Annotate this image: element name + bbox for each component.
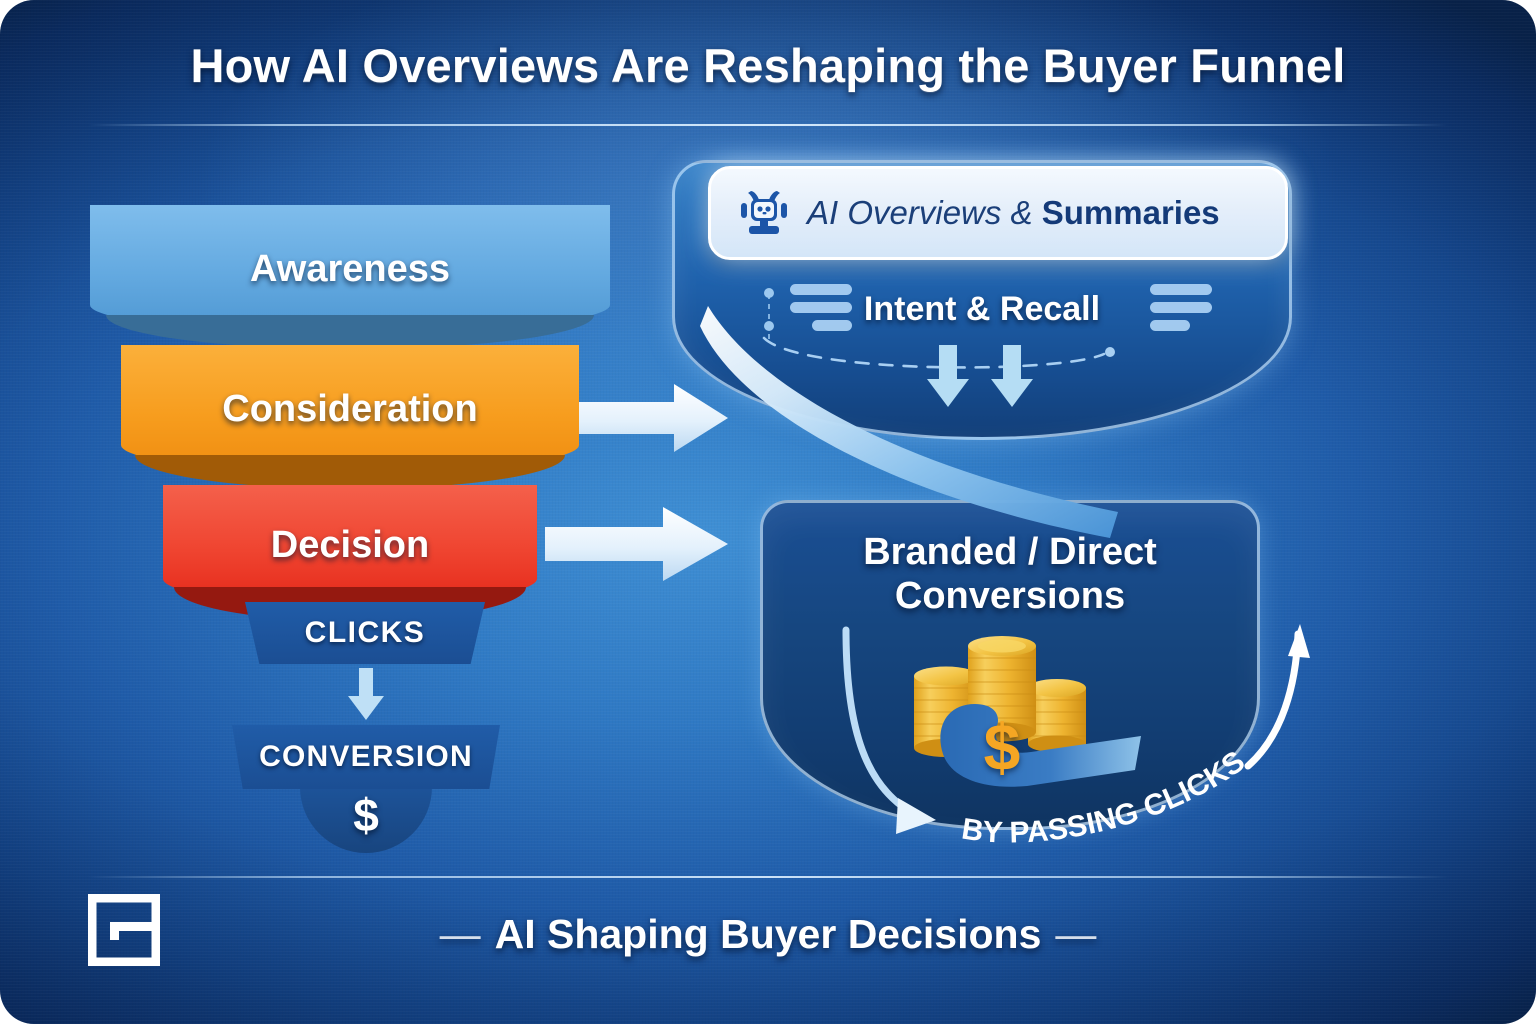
intent-recall-label: Intent & Recall xyxy=(863,289,1101,328)
conversion-label: CONVERSION xyxy=(259,740,473,773)
conversions-title-line2: Conversions xyxy=(894,575,1126,618)
flow-arrow-decision-icon xyxy=(545,507,728,581)
funnel-stage-awareness-lip xyxy=(105,315,595,349)
e-monogram-logo xyxy=(88,894,160,966)
ai-overviews-pill-label: AI Overviews & Summaries xyxy=(807,194,1220,232)
funnel-stage-awareness-label: Awareness xyxy=(250,247,450,290)
title-divider xyxy=(88,124,1448,126)
footer-caption: — AI Shaping Buyer Decisions — xyxy=(0,911,1536,958)
text-line xyxy=(790,302,852,313)
funnel-stage-awareness-face xyxy=(90,205,610,333)
clicks-label: CLICKS xyxy=(304,616,426,649)
text-line xyxy=(1150,284,1212,295)
conversion-dollar-icon: $ xyxy=(353,789,379,841)
text-line xyxy=(1150,320,1190,331)
ai-pill-italic-text: AI Overviews & xyxy=(807,194,1042,231)
page-title: How AI Overviews Are Reshaping the Buyer… xyxy=(190,39,1346,92)
footer-divider xyxy=(88,876,1448,878)
buyer-funnel: Awareness Consideration Decision xyxy=(90,205,610,621)
funnel-stage-decision: Decision xyxy=(162,485,538,621)
footer-dash-left: — xyxy=(439,911,481,957)
funnel-stage-awareness: Awareness xyxy=(90,205,610,349)
funnel-stage-consideration: Consideration xyxy=(121,345,579,489)
node-connector-icon xyxy=(764,288,774,342)
intent-recall-row: Intent & Recall xyxy=(742,278,1222,340)
funnel-stage-consideration-lip xyxy=(134,455,566,489)
bypassing-clicks-label: BY PASSING CLICKS xyxy=(959,745,1250,850)
down-arrow-icon xyxy=(348,668,384,720)
funnel-stage-consideration-face xyxy=(121,345,579,473)
dashed-connector-curve-icon xyxy=(762,336,1115,369)
ai-overviews-pill[interactable]: AI Overviews & Summaries xyxy=(708,166,1288,260)
bypassing-clicks-arc: BY PASSING CLICKS xyxy=(842,624,1310,850)
funnel-stage-decision-label: Decision xyxy=(270,523,430,566)
flow-arrow-consideration-icon xyxy=(578,384,728,452)
intent-down-arrows-icon xyxy=(927,345,1033,407)
ai-to-conversion-ribbon xyxy=(700,306,1118,538)
robot-icon xyxy=(741,191,787,234)
text-line xyxy=(1150,302,1212,313)
text-line xyxy=(812,320,852,331)
ai-pill-bold-text: Summaries xyxy=(1041,194,1220,231)
dollar-symbol-icon: $ xyxy=(983,710,1021,784)
funnel-stage-consideration-label: Consideration xyxy=(222,387,478,430)
footer-dash-right: — xyxy=(1055,911,1097,957)
conversions-title: Branded / Direct Conversions xyxy=(790,530,1230,618)
footer-caption-text: AI Shaping Buyer Decisions xyxy=(494,911,1042,957)
text-lines-right-icon xyxy=(1150,284,1212,331)
conversions-title-line1: Branded / Direct xyxy=(863,531,1157,573)
conversion-chip: CONVERSION xyxy=(232,725,500,789)
text-lines-left-icon xyxy=(790,284,852,331)
funnel-stage-decision-face xyxy=(162,485,538,605)
clicks-chip: CLICKS xyxy=(245,602,485,664)
dollar-ribbon-shape xyxy=(940,704,1141,787)
text-line xyxy=(790,284,852,295)
